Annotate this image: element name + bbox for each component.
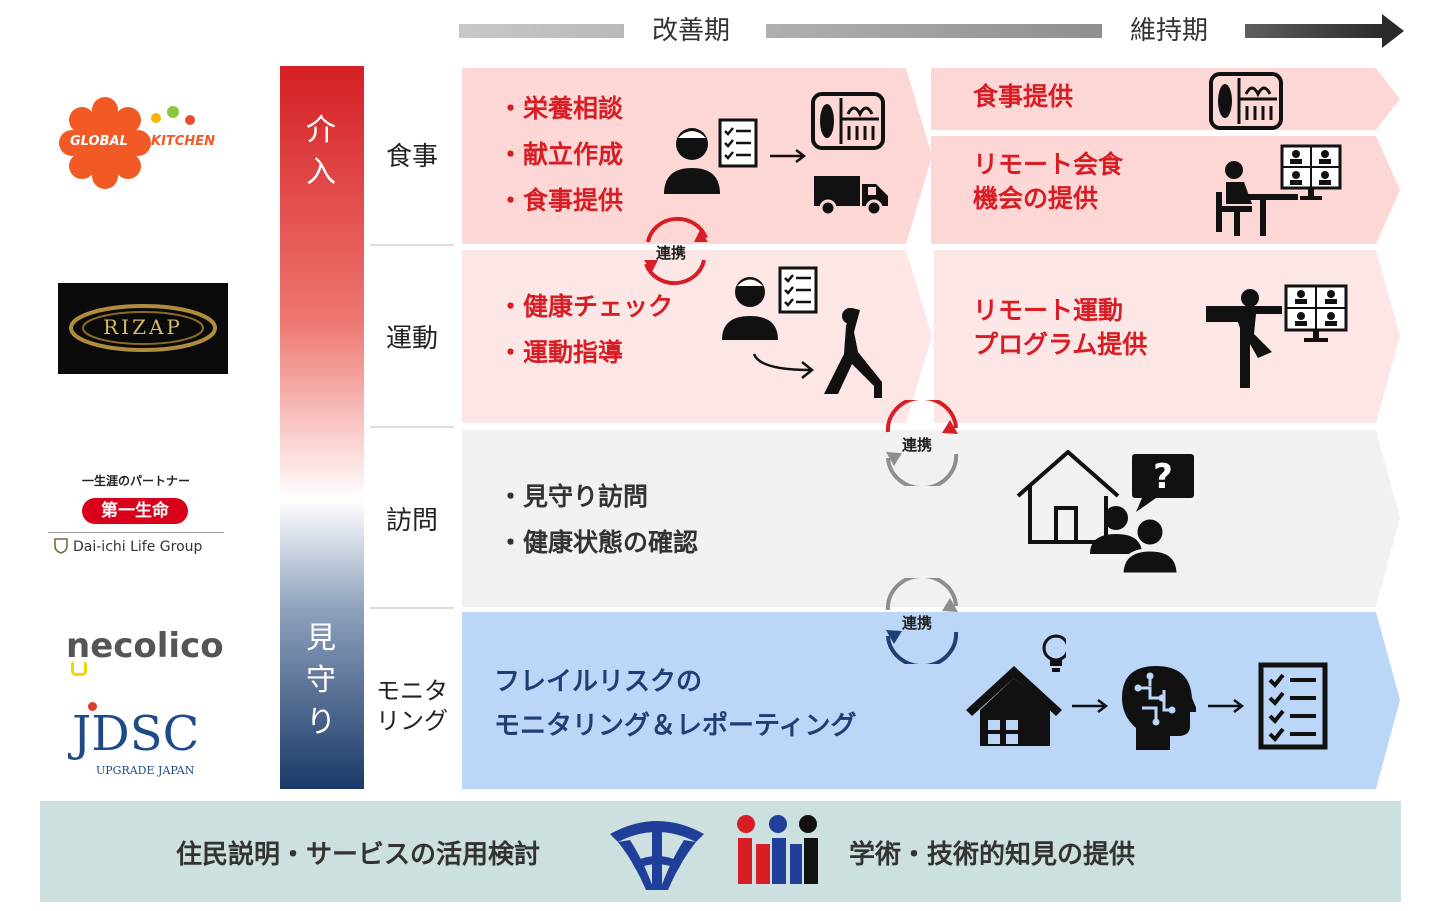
row-label-monitoring-1: モニタ [376, 677, 448, 705]
remote-exercise-icon [1206, 284, 1348, 388]
intervention-gradient-bar [280, 66, 364, 789]
global-kitchen-dots [151, 106, 195, 125]
jdsc-sub: UPGRADE JAPAN [96, 764, 195, 777]
exercise-items: ・健康チェック ・運動指導 [498, 284, 673, 376]
row-label-meal: 食事 [385, 142, 438, 172]
exercise-right-panel [934, 250, 1400, 423]
monitor-text: フレイルリスクの モニタリング＆レポーティング [494, 660, 856, 748]
link-cycle-gray-navy [885, 578, 959, 664]
remote-dining-icon [1216, 144, 1342, 236]
phase-maintain: 維持期 [1130, 16, 1209, 46]
meal-item-2: ・献立作成 [498, 140, 624, 169]
coach-checklist-icon [722, 266, 818, 340]
daiichi-shield-icon [54, 538, 68, 554]
university-logo-icon [737, 815, 818, 884]
arrow-right-icon-2 [1072, 699, 1109, 713]
remote-exercise-line2: プログラム提供 [973, 330, 1148, 359]
link-label-3: 連携 [902, 614, 933, 632]
ai-brain-head-icon [1122, 666, 1196, 750]
footer-left-text: 住民説明・サービスの活用検討 [176, 840, 541, 870]
curved-arrow-icon [752, 353, 815, 379]
remote-meal-line1: リモート会食 [973, 150, 1124, 179]
visit-items: ・見守り訪問 ・健康状態の確認 [498, 474, 698, 566]
phase-arrow-head [1382, 14, 1404, 48]
daiichi-name: 第一生命 [101, 501, 169, 521]
footer-band [40, 801, 1401, 902]
remote-meal-line2: 機会の提供 [973, 184, 1099, 213]
visit-item-2: ・健康状態の確認 [498, 528, 699, 557]
necolico-accent [71, 660, 87, 676]
exercise-item-2: ・運動指導 [498, 338, 624, 367]
phase-bar-2 [766, 24, 1102, 38]
meal-box-icon [811, 92, 885, 150]
link-cycle-red-gray [885, 400, 959, 486]
svg-text:?: ? [1153, 457, 1173, 497]
phase-bar-1 [459, 24, 624, 38]
municipal-emblem-icon [610, 821, 704, 890]
arrow-right-icon-3 [1208, 699, 1245, 713]
visit-item-1: ・見守り訪問 [498, 482, 649, 511]
remote-meal-label: リモート会食 機会の提供 [973, 148, 1123, 216]
row-label-exercise: 運動 [385, 324, 438, 354]
meal-item-3: ・食事提供 [498, 186, 624, 215]
row-divider-3 [370, 607, 454, 609]
link-label-1: 連携 [656, 244, 687, 262]
row-label-monitoring: モニタ リング [370, 676, 454, 736]
global-kitchen-flower [59, 97, 151, 189]
logo-daiichi: 一生涯のパートナー 第一生命 Dai-ichi Life Group [46, 470, 226, 560]
remote-exercise-line1: リモート運動 [973, 296, 1124, 325]
meal-provision-label: 食事提供 [973, 82, 1074, 111]
consultant-checklist-icon [664, 118, 758, 194]
phase-improve: 改善期 [652, 16, 731, 46]
meal-item-1: ・栄養相談 [498, 94, 624, 123]
row-label-monitoring-2: リング [376, 707, 448, 735]
gradient-top-label: 介入 [306, 113, 336, 190]
phase-bar-3 [1245, 24, 1383, 38]
footer-right-text: 学術・技術的知見の提供 [849, 840, 1136, 870]
daiichi-group: Dai-ichi Life Group [73, 539, 203, 555]
row-divider-1 [370, 244, 454, 246]
row-divider-2 [370, 426, 454, 428]
delivery-truck-icon [814, 176, 888, 216]
monitor-line1: フレイルリスクの [494, 667, 703, 697]
report-checklist-icon [1258, 662, 1328, 750]
jdsc-dot [88, 702, 97, 711]
monitor-line2: モニタリング＆レポーティング [494, 711, 857, 741]
kitchen-label: KITCHEN [151, 134, 215, 149]
global-label: GLOBAL [70, 134, 128, 149]
rizap-label: RIZAP [103, 315, 183, 339]
daiichi-tagline: 一生涯のパートナー [81, 474, 190, 488]
link-cycle-red-1 [644, 216, 708, 286]
logo-jdsc: JDSC UPGRADE JAPAN [68, 702, 203, 782]
daiichi-name-badge [82, 498, 188, 524]
smart-home-icon [966, 634, 1066, 746]
logo-global-kitchen: GLOBAL KITCHEN [58, 96, 233, 191]
exercise-item-1: ・健康チェック [498, 292, 674, 321]
link-label-2: 連携 [902, 436, 933, 454]
jdsc-name: JDSC [72, 706, 200, 762]
house-question-icon: ? [1016, 450, 1194, 576]
remote-exercise-label: リモート運動 プログラム提供 [973, 294, 1147, 362]
stretching-person-icon [824, 308, 882, 398]
gradient-bottom-label: 見守り [306, 621, 336, 740]
meal-box-icon-2 [1209, 72, 1283, 130]
row-label-visit: 訪問 [385, 506, 438, 536]
logo-rizap: RIZAP [58, 283, 228, 374]
rizap-swoosh [69, 304, 217, 352]
daiichi-divider [48, 532, 224, 533]
meal-items: ・栄養相談 ・献立作成 ・食事提供 [498, 86, 623, 224]
arrow-right-icon [770, 149, 807, 163]
logo-necolico: necolico [66, 626, 224, 666]
